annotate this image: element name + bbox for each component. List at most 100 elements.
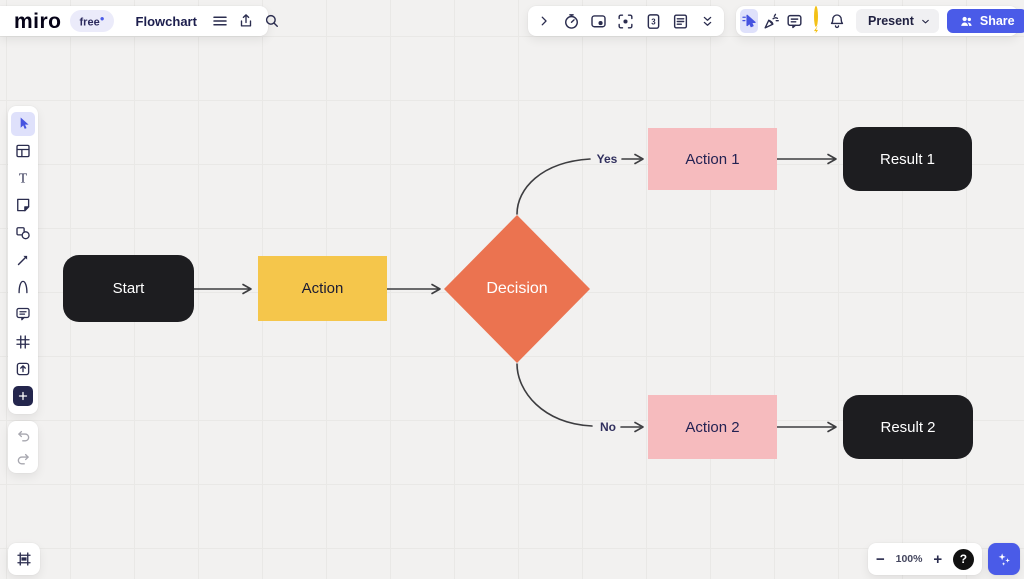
node-label: Action (301, 280, 344, 297)
comment-tool[interactable] (11, 302, 35, 326)
connector-action2-result2 (776, 421, 837, 433)
edge-label-no[interactable]: No (600, 420, 616, 434)
miro-logo[interactable]: miro (14, 9, 62, 33)
redo-icon (17, 453, 29, 465)
notifications-button[interactable] (828, 9, 846, 33)
chevron-down-icon (922, 19, 929, 23)
search-button[interactable] (263, 8, 281, 34)
sticky-note-icon (17, 199, 30, 212)
shapes-icon (16, 226, 30, 240)
plus-icon (18, 392, 28, 401)
frame-tool[interactable] (11, 330, 35, 354)
flowchart-node-result-1[interactable]: Result 1 (843, 127, 972, 191)
export-icon (240, 14, 252, 27)
follow-mode-button[interactable] (740, 9, 758, 33)
timer-icon (564, 13, 578, 29)
screen-record-icon (591, 14, 606, 27)
connector-decision-no (516, 363, 593, 427)
attention-button[interactable] (614, 9, 638, 33)
node-label: Start (112, 280, 145, 297)
more-tools-button[interactable] (696, 9, 720, 33)
bell-icon (830, 14, 844, 29)
flowchart-node-result-2[interactable]: Result 2 (843, 395, 973, 459)
flowchart-node-start[interactable]: Start (63, 255, 194, 322)
help-button[interactable]: ? (952, 548, 974, 570)
zoom-out-button[interactable]: − (876, 550, 885, 568)
ai-assist-button[interactable] (988, 543, 1020, 575)
shapes-tool[interactable] (11, 221, 35, 245)
estimation-button[interactable]: 3 (641, 9, 665, 33)
connector-action1-result1 (776, 153, 837, 165)
redo-button[interactable] (11, 447, 35, 470)
flowchart-node-decision[interactable]: Decision (444, 215, 590, 363)
connector-start-action (193, 283, 252, 295)
reactions-button[interactable] (762, 9, 781, 33)
notes-button[interactable] (669, 9, 693, 33)
svg-text:T: T (19, 171, 28, 186)
connector-action-decision (386, 283, 441, 295)
chevron-right-icon (541, 16, 547, 26)
export-button[interactable] (237, 8, 255, 34)
present-button[interactable]: Present (856, 9, 939, 33)
node-label: Result 1 (879, 150, 936, 168)
pen-icon (18, 280, 28, 294)
board-title[interactable]: Flowchart (135, 13, 197, 29)
estimation-icon: 3 (647, 13, 660, 29)
share-button[interactable]: Share (946, 9, 1024, 33)
frames-panel-button[interactable] (8, 543, 40, 575)
connector-yes-action1 (621, 153, 644, 165)
upload-tool[interactable] (11, 357, 35, 381)
templates-tool[interactable] (11, 139, 35, 163)
sticky-note-tool[interactable] (11, 193, 35, 217)
connection-line-tool[interactable] (11, 248, 35, 272)
plus-tile (13, 386, 33, 407)
lightning-badge-icon (812, 25, 820, 36)
connector-no-action2 (620, 421, 644, 433)
svg-text:3: 3 (651, 17, 656, 26)
expand-toolbar-button[interactable] (532, 9, 556, 33)
hamburger-icon (213, 16, 227, 26)
undo-button[interactable] (11, 424, 35, 447)
avatar-photo (814, 6, 818, 27)
pen-tool[interactable] (11, 275, 35, 299)
arrow-icon (17, 255, 28, 266)
document-icon (674, 13, 688, 29)
user-avatar[interactable] (812, 6, 820, 36)
plan-badge[interactable]: free● (69, 9, 114, 33)
select-tool[interactable] (11, 111, 35, 136)
node-label: Action 1 (685, 150, 740, 168)
people-icon (961, 16, 972, 26)
undo-icon (17, 430, 29, 442)
zoom-toolbar: − 100% + ? (868, 543, 982, 575)
header-actions-bar: Present Share (736, 6, 1024, 36)
collab-toolbar: 3 (528, 6, 724, 36)
search-icon (265, 14, 278, 27)
timer-button[interactable] (559, 9, 583, 33)
node-label: Action 2 (685, 418, 740, 436)
talktrack-button[interactable] (587, 9, 611, 33)
zoom-level[interactable]: 100% (895, 553, 923, 565)
party-popper-icon (764, 13, 779, 29)
frame-icon (16, 335, 30, 349)
board-menu-button[interactable] (211, 8, 229, 34)
focus-icon (618, 13, 634, 29)
header-board-bar: miro free● Flowchart (0, 6, 278, 36)
cursor-icon (20, 117, 29, 130)
text-tool[interactable]: T (11, 166, 35, 190)
double-chevron-down-icon (704, 16, 712, 26)
comment-icon (787, 14, 802, 28)
comments-feed-button[interactable] (785, 9, 804, 33)
flowchart-node-action-2[interactable]: Action 2 (648, 395, 777, 459)
edge-label-yes[interactable]: Yes (596, 152, 618, 166)
comment-bubble-icon (16, 308, 30, 321)
frames-panel-icon (17, 552, 31, 566)
history-toolbar (8, 421, 38, 473)
more-tools-plus-button[interactable] (11, 384, 35, 408)
flowchart-node-action[interactable]: Action (258, 256, 387, 321)
node-label: Result 2 (880, 418, 936, 436)
zoom-in-button[interactable]: + (933, 550, 943, 568)
node-label: Decision (486, 280, 548, 297)
flowchart-node-action-1[interactable]: Action 1 (648, 128, 777, 190)
follow-cursor-icon (742, 14, 756, 28)
